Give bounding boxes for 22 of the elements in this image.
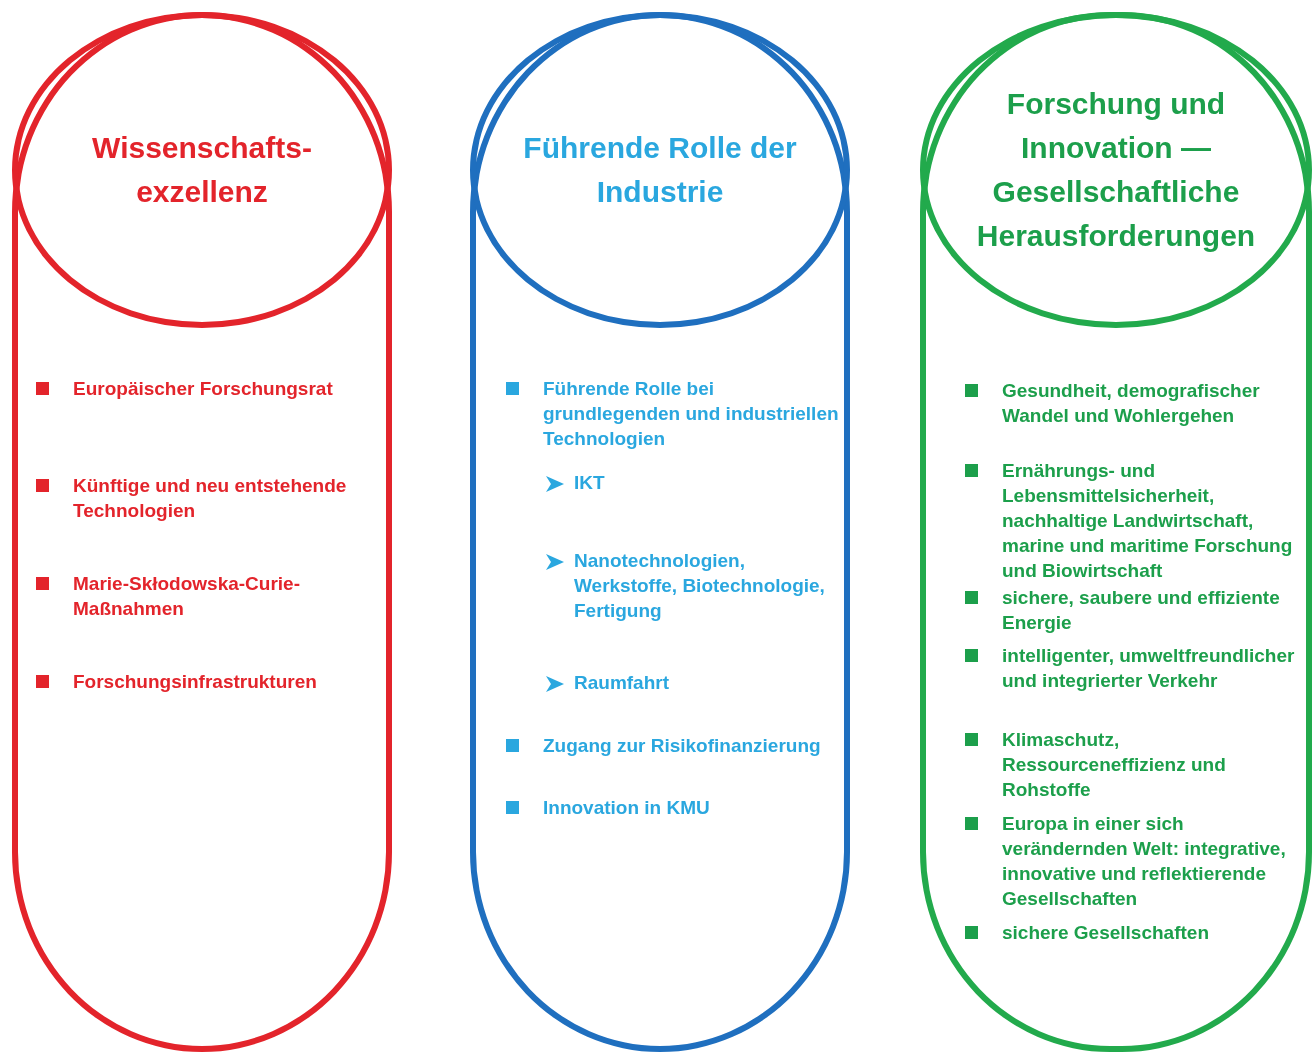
title-circle [920,12,1312,328]
list-item-text: Europäischer Forschungsrat [73,377,334,401]
list-item-text: intelligenter, umweltfreundlicher und integrierter Verkehr [1002,644,1296,693]
list-item-text: Gesundheit, demografischer Wandel und Wohlergehen [1002,379,1261,428]
list-item-text: Zugang zur Risikofinanzierung [543,734,822,758]
pillar-title: Führende Rolle der Industrie [522,130,798,210]
list-item-text: Forschungsinfrastrukturen [73,670,318,694]
list-item-text: sichere, saubere und effiziente Energie [1002,586,1281,635]
title-circle [12,12,392,328]
title-circle [470,12,850,328]
list-item-text: Innovation in KMU [543,796,711,820]
list-item-text: Klimaschutz, Ressourceneffizienz und Rohstoffe [1002,728,1227,802]
list-item-text: Künftige und neu entstehende Technologien [73,474,348,523]
list-item-text: IKT [574,471,606,495]
list-item-text: Europa in einer sich verändernden Welt: integrative, innovative und reflektierende Gesellschaften [1002,812,1287,911]
list-item-text: Marie-Skłodowska-Curie-Maßnahmen [73,572,301,621]
list-item-text: sichere Gesellschaften [1002,921,1210,945]
list-item-text: Führende Rolle bei grundlegenden und industriellen Technologien [543,377,840,451]
list-item-text: Nanotechnologien, Werkstoffe, Biotechnologie, Fertigung [574,549,826,623]
list-item-text: Raumfahrt [574,671,670,695]
pillar-title: Forschung und Innovation — Gesellschaftliche Herausforderungen [975,86,1257,254]
pillar-title: Wissenschafts-exzellenz [91,130,313,210]
